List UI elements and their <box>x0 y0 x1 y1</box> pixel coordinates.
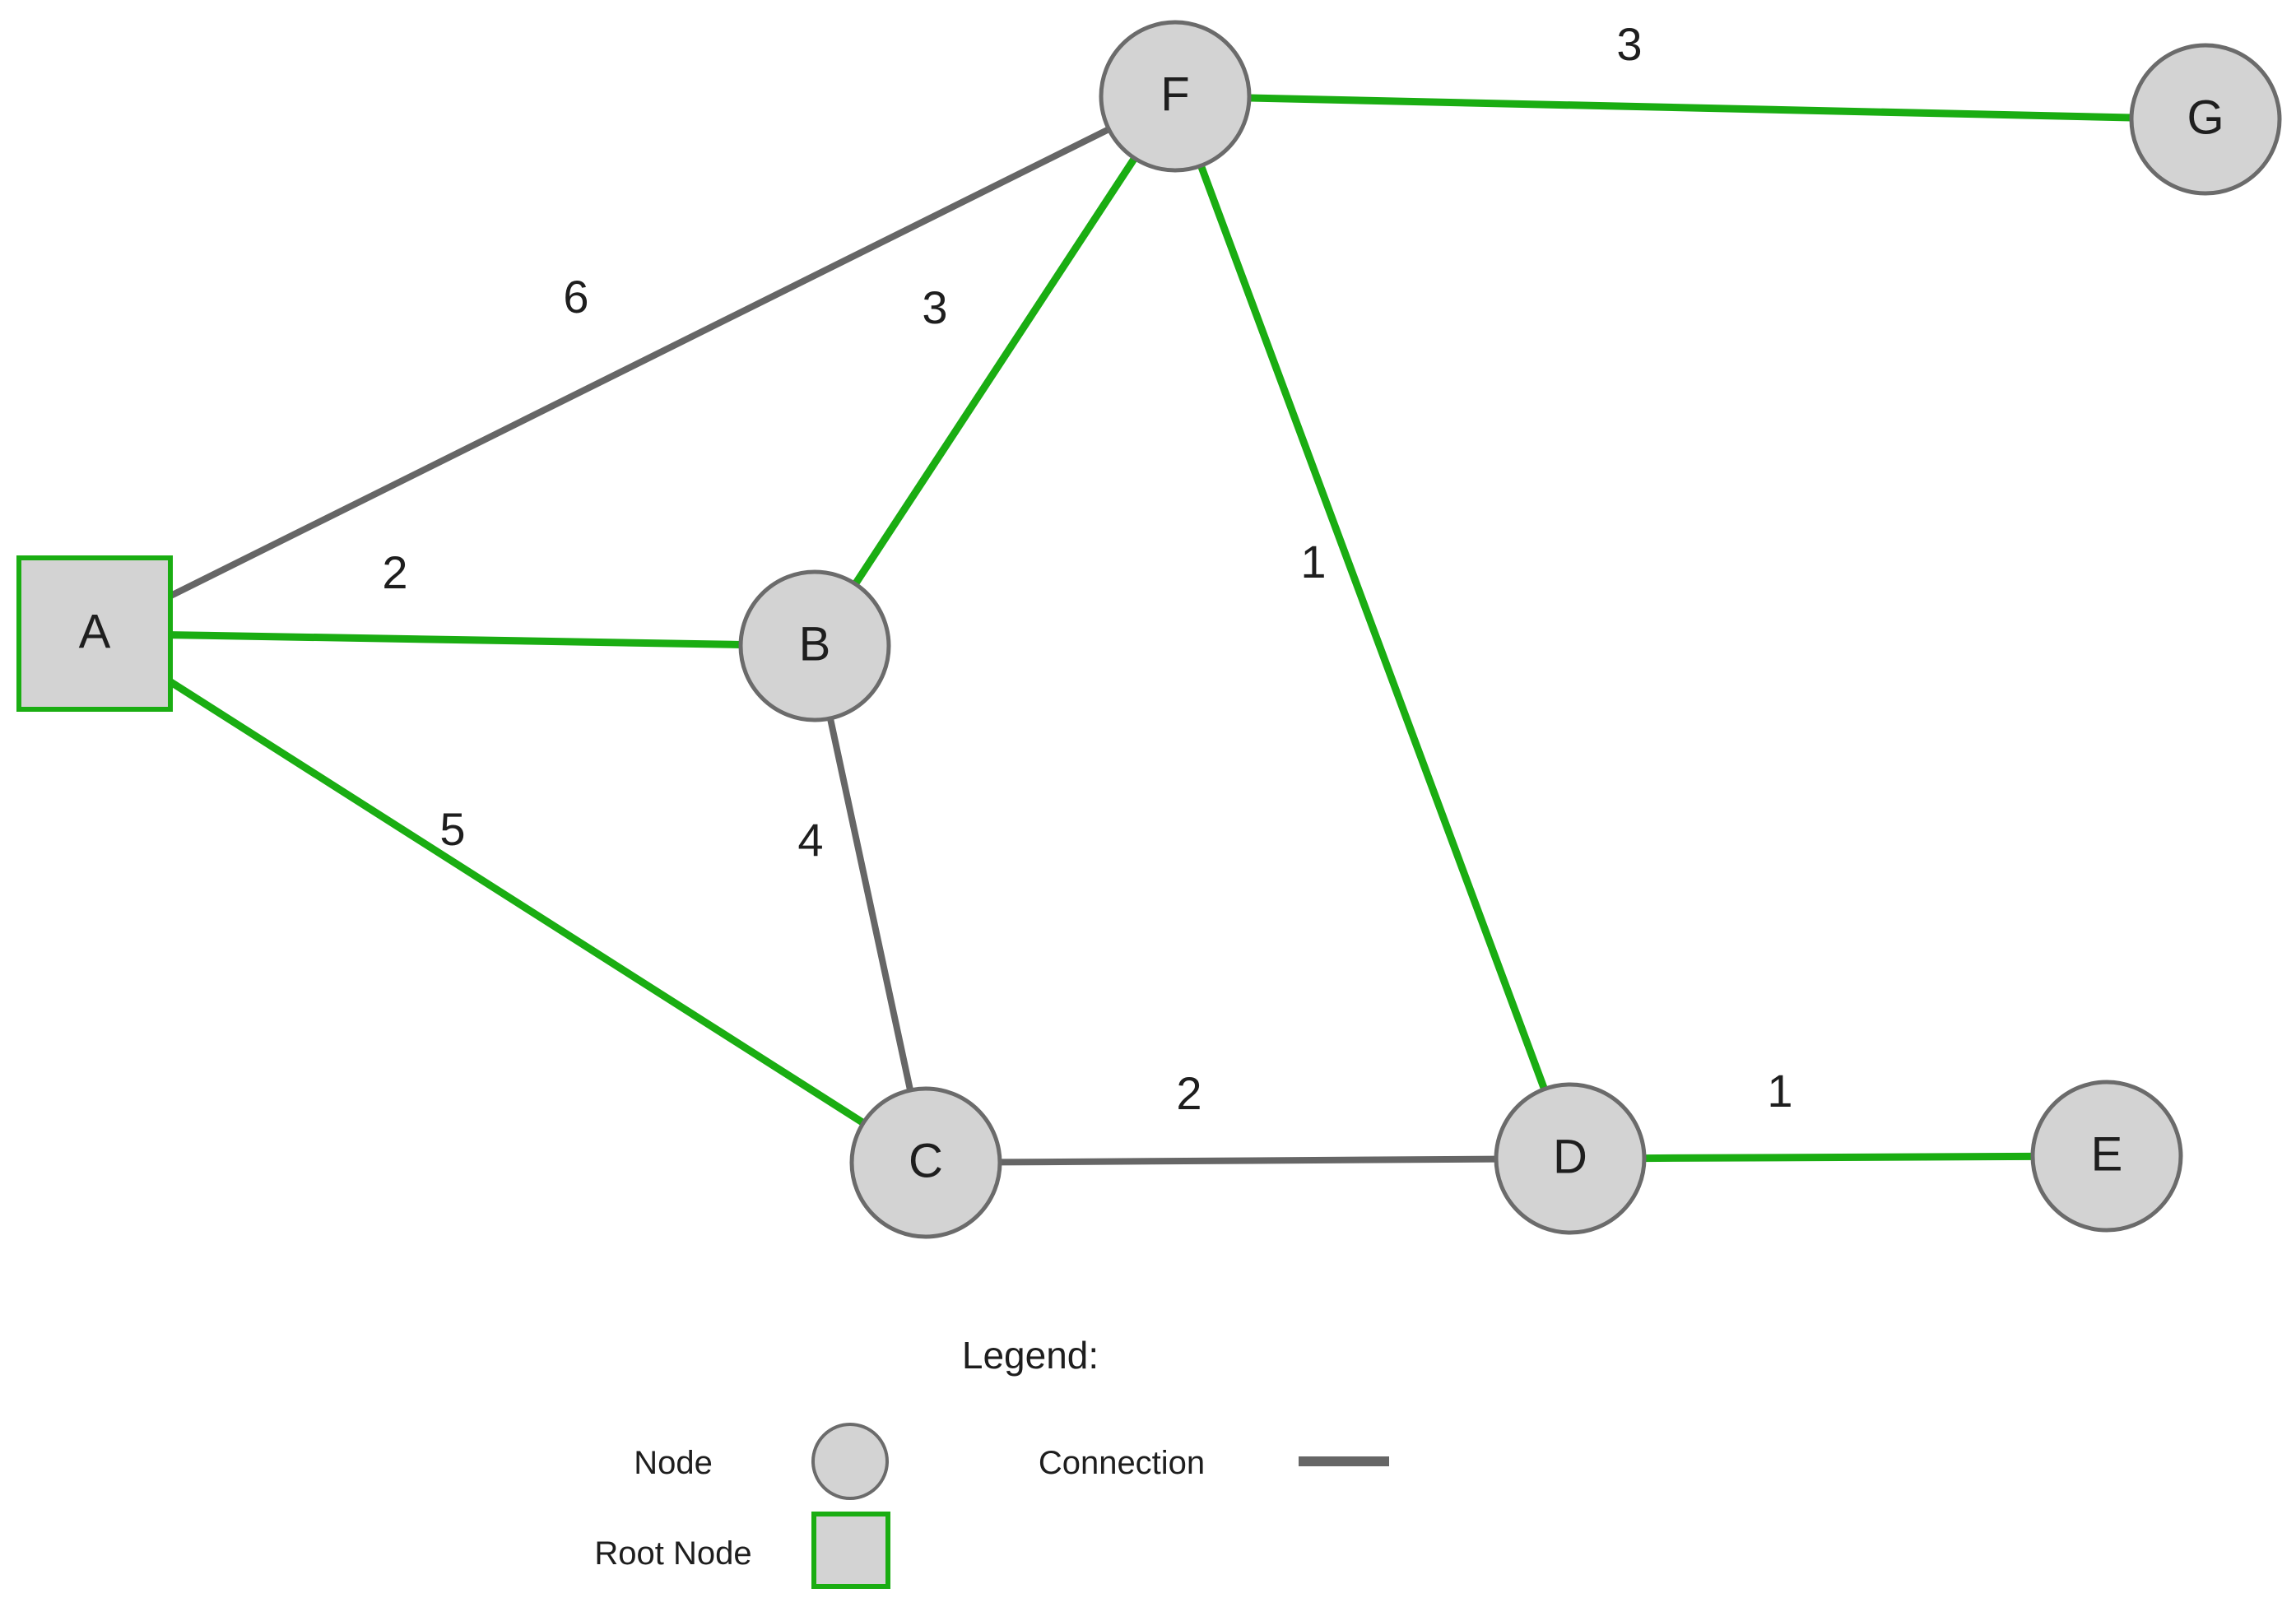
edge-d-e <box>1640 1152 2037 1163</box>
node-label-a: A <box>79 605 111 658</box>
edge-b-c <box>826 714 914 1094</box>
edge-weight-d-e: 1 <box>1767 1065 1792 1117</box>
edge-weights-layer: 6 2 5 3 4 3 1 2 1 <box>382 18 1792 1119</box>
edge-weight-a-b: 2 <box>382 546 407 598</box>
edges-layer <box>166 94 2136 1166</box>
node-d: D <box>1494 1082 1647 1235</box>
edge-a-c <box>166 678 867 1127</box>
legend-node-label: Node <box>634 1445 713 1481</box>
node-a: A <box>16 555 173 712</box>
node-circle <box>1494 1082 1647 1235</box>
edge-weight-a-f: 6 <box>563 271 588 323</box>
root-node-square <box>16 555 173 712</box>
node-f: F <box>1099 20 1252 173</box>
legend-root-label: Root Node <box>594 1535 751 1572</box>
edge-weight-b-f: 3 <box>922 281 947 333</box>
legend-connection-label: Connection <box>1039 1445 1205 1481</box>
edge-weight-f-d: 1 <box>1300 536 1326 588</box>
edge-f-d <box>1197 161 1549 1094</box>
legend-node-swatch <box>811 1423 889 1500</box>
node-circle <box>849 1086 1002 1239</box>
node-b: B <box>738 569 891 722</box>
edge-weight-f-g: 3 <box>1616 18 1642 70</box>
edge-f-g <box>1245 94 2136 122</box>
node-label-b: B <box>799 617 831 671</box>
node-circle <box>2129 43 2282 196</box>
edge-a-b <box>166 631 745 648</box>
edge-weight-a-c: 5 <box>439 803 465 855</box>
node-e: E <box>2030 1080 2183 1233</box>
node-circle <box>738 569 891 722</box>
node-g: G <box>2129 43 2282 196</box>
node-c: C <box>849 1086 1002 1239</box>
node-label-d: D <box>1553 1130 1587 1183</box>
node-label-e: E <box>2091 1127 2123 1181</box>
legend: Legend: Node Connection Root Node <box>594 1334 1389 1589</box>
edge-weight-b-c: 4 <box>797 814 823 866</box>
node-circle <box>1099 20 1252 173</box>
edge-a-f <box>167 126 1113 600</box>
legend-root-swatch <box>811 1512 890 1589</box>
node-label-c: C <box>909 1134 943 1187</box>
node-label-g: G <box>2187 91 2224 144</box>
nodes-layer: A B C D E F G <box>16 20 2282 1239</box>
node-label-f: F <box>1160 67 1189 121</box>
edge-weight-c-d: 2 <box>1176 1067 1201 1119</box>
edge-b-f <box>851 154 1139 588</box>
node-circle <box>2030 1080 2183 1233</box>
edge-c-d <box>996 1155 1500 1166</box>
legend-title: Legend: <box>962 1334 1099 1377</box>
